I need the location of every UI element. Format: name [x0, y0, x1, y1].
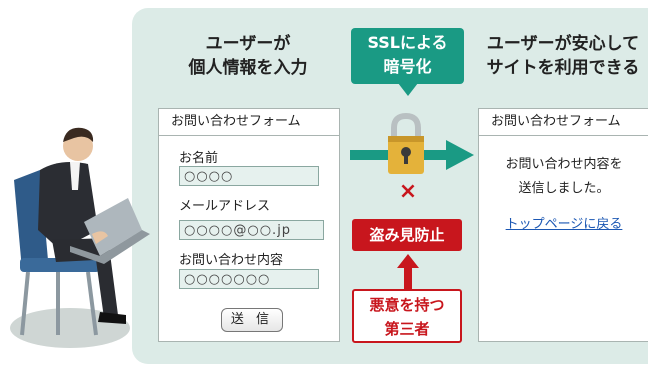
message-field[interactable]: ○○○○○○○: [179, 269, 319, 289]
padlock-icon: [388, 112, 424, 174]
person-shirt: [70, 162, 80, 190]
result-message-line1: お問い合わせ内容を: [505, 157, 623, 172]
caption-user-line2: 個人情報を入力: [188, 58, 308, 78]
malicious-third-party: 悪意を持つ 第三者: [352, 289, 462, 343]
prevent-eavesdrop-label: 盗み見防止: [352, 219, 462, 251]
form-title: お問い合わせフォーム: [159, 109, 339, 136]
email-field[interactable]: ○○○○@○○.jp: [179, 220, 324, 240]
message-label: お問い合わせ内容: [179, 253, 284, 268]
third-party-line1: 悪意を持つ: [369, 296, 445, 314]
blocked-cross-icon: ×: [398, 179, 418, 204]
up-arrow: [397, 254, 419, 290]
person-hair: [63, 127, 94, 142]
result-page: お問い合わせフォーム お問い合わせ内容を 送信しました。 トップページに戻る: [478, 108, 648, 342]
person-hands: [92, 231, 108, 244]
name-label: お名前: [179, 151, 219, 166]
caption-result-line2: サイトを利用できる: [486, 58, 640, 78]
inquiry-form: お問い合わせフォーム お名前 ○○○○ メールアドレス ○○○○@○○.jp お…: [158, 108, 340, 342]
email-label: メールアドレス: [179, 199, 271, 214]
ssl-line1: SSLによる: [367, 33, 448, 52]
caption-user-line1: ユーザーが: [205, 34, 291, 54]
person-body: [38, 162, 98, 250]
caption-user: ユーザーが 個人情報を入力: [158, 32, 338, 80]
submit-button[interactable]: 送 信: [221, 308, 283, 332]
name-field[interactable]: ○○○○: [179, 166, 319, 186]
chair-legs: [20, 271, 98, 336]
ssl-callout-pointer: [398, 83, 418, 96]
person-shoes: [98, 312, 126, 324]
result-message-line2: 送信しました。: [518, 181, 610, 196]
result-title: お問い合わせフォーム: [479, 109, 648, 136]
caption-result-line1: ユーザーが安心して: [486, 34, 640, 54]
third-party-line2: 第三者: [384, 320, 430, 338]
encryption-arrow: [350, 112, 474, 174]
laptop-base: [70, 230, 150, 264]
back-to-top-link[interactable]: トップページに戻る: [505, 217, 623, 232]
person-illustration: [10, 127, 150, 348]
ssl-line2: 暗号化: [383, 57, 432, 76]
chair-seat: [20, 258, 100, 272]
caption-result: ユーザーが安心して サイトを利用できる: [478, 32, 648, 80]
arrow-head: [446, 140, 474, 170]
ssl-callout: SSLによる 暗号化: [351, 28, 464, 84]
